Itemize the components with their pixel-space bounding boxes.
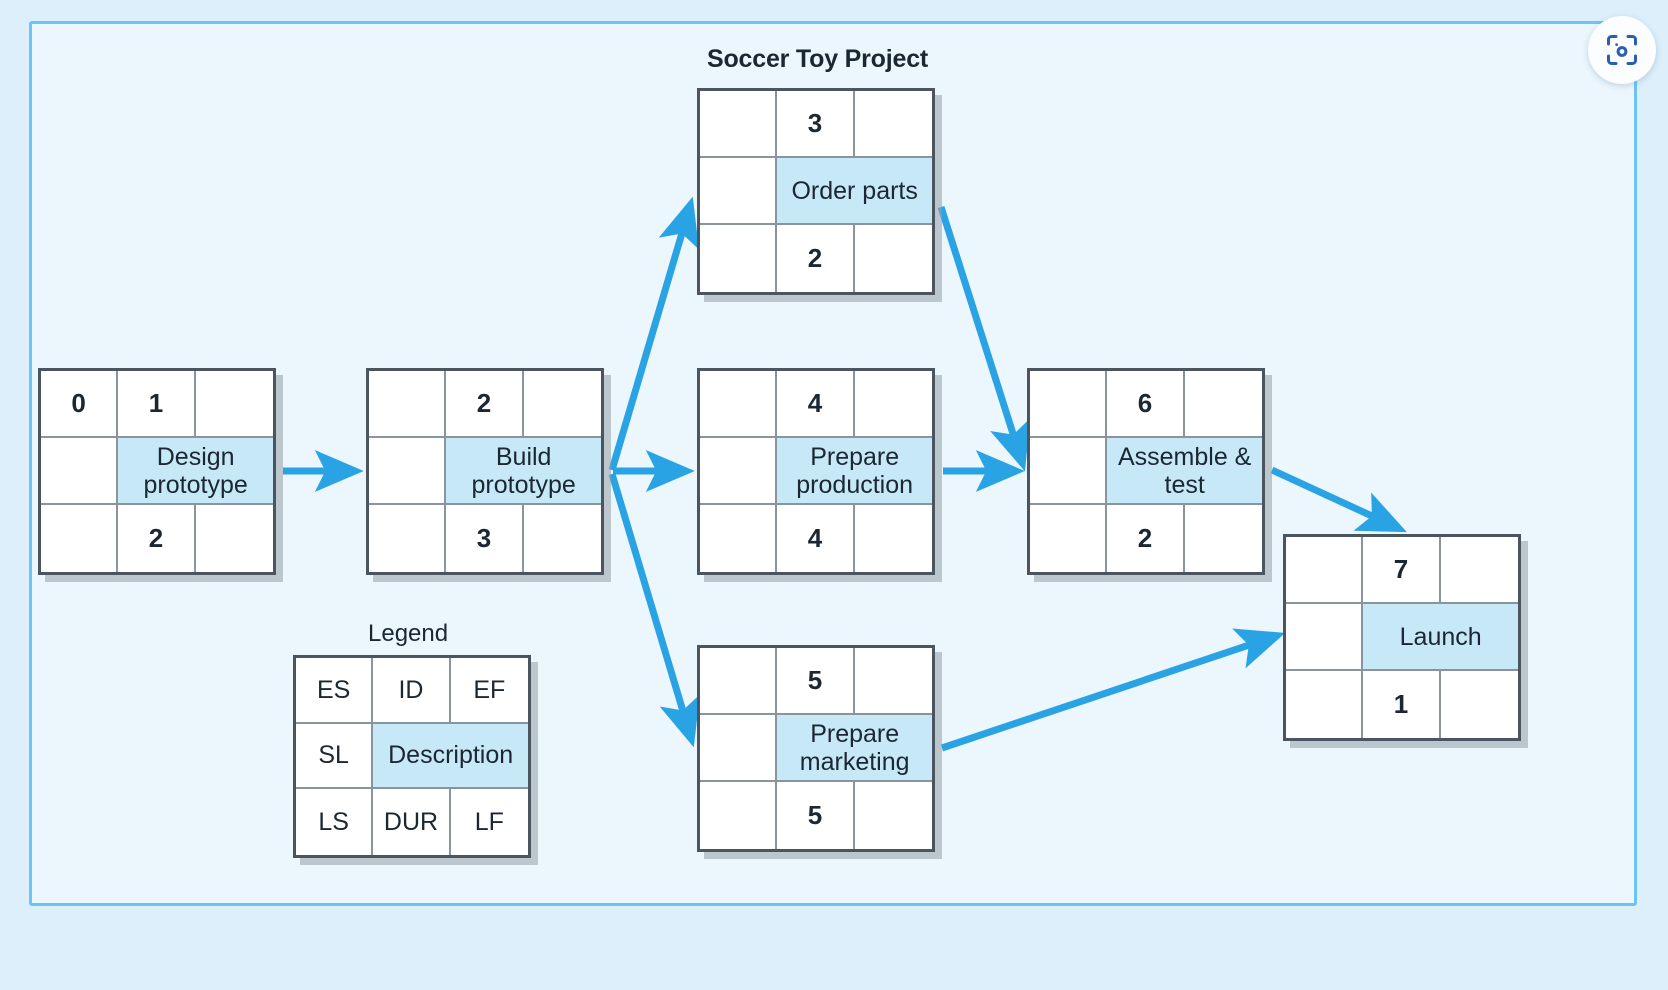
node-sl [369, 438, 447, 505]
node-ls [700, 225, 778, 292]
node-es [1030, 371, 1108, 438]
node-es [700, 91, 778, 158]
node-ls [700, 782, 778, 849]
node-description: Launch [1363, 604, 1518, 671]
node-ef [854, 371, 932, 438]
edge-build-to-prepare-marketing [608, 472, 700, 748]
node-es [700, 371, 778, 438]
task-node-order-parts[interactable]: 3 Order parts 2 [697, 88, 935, 295]
task-node-build-prototype[interactable]: 2 Build prototype 3 [366, 368, 604, 575]
node-description: Prepare production [777, 438, 932, 505]
node-lf [854, 782, 932, 849]
scan-lens-button[interactable] [1588, 16, 1656, 84]
legend-id: ID [373, 658, 451, 724]
node-id: 7 [1363, 537, 1441, 604]
node-sl [700, 715, 778, 782]
node-dur: 1 [1363, 671, 1441, 738]
node-dur: 5 [777, 782, 855, 849]
edge-build-to-order-parts [608, 196, 700, 471]
node-ef [523, 371, 601, 438]
task-node-assemble-and-test[interactable]: 6 Assemble & test 2 [1027, 368, 1265, 575]
node-ef [854, 648, 932, 715]
legend-ef: EF [450, 658, 528, 724]
node-description: Assemble & test [1107, 438, 1262, 505]
node-id: 4 [777, 371, 855, 438]
edge-prepare-marketing-to-launch [940, 628, 1286, 752]
node-ef [1184, 371, 1262, 438]
node-es: 0 [41, 371, 119, 438]
node-sl [1286, 604, 1364, 671]
node-sl [41, 438, 119, 505]
node-ef [854, 91, 932, 158]
task-node-launch[interactable]: 7 Launch 1 [1283, 534, 1521, 741]
node-dur: 2 [777, 225, 855, 292]
legend-key-node: ES ID EF SL Description LS DUR LF [293, 655, 531, 858]
edge-assemble-to-launch [1270, 466, 1407, 533]
node-lf [195, 505, 273, 572]
node-id: 2 [446, 371, 524, 438]
task-node-prepare-marketing[interactable]: 5 Prepare marketing 5 [697, 645, 935, 852]
scan-lens-icon [1604, 32, 1640, 68]
node-dur: 2 [118, 505, 196, 572]
legend-title: Legend [368, 620, 449, 647]
node-dur: 4 [777, 505, 855, 572]
page-title: Soccer Toy Project [707, 45, 929, 73]
node-description: Build prototype [446, 438, 601, 505]
node-ls [700, 505, 778, 572]
node-id: 3 [777, 91, 855, 158]
task-node-prepare-production[interactable]: 4 Prepare production 4 [697, 368, 935, 575]
node-lf [523, 505, 601, 572]
task-node-design-prototype[interactable]: 0 1 Design prototype 2 [38, 368, 276, 575]
node-ls [1286, 671, 1364, 738]
node-dur: 3 [446, 505, 524, 572]
legend-ls: LS [296, 789, 374, 855]
edge-order-parts-to-assemble [937, 205, 1031, 472]
node-es [369, 371, 447, 438]
node-description: Order parts [777, 158, 932, 225]
node-sl [1030, 438, 1108, 505]
node-id: 5 [777, 648, 855, 715]
node-lf [1440, 671, 1518, 738]
node-lf [854, 225, 932, 292]
legend-es: ES [296, 658, 374, 724]
node-lf [854, 505, 932, 572]
node-ls [1030, 505, 1108, 572]
legend-sl: SL [296, 723, 374, 790]
node-ls [41, 505, 119, 572]
node-es [1286, 537, 1364, 604]
node-description: Prepare marketing [777, 715, 932, 782]
node-ef [195, 371, 273, 438]
legend-dur: DUR [373, 789, 451, 855]
node-sl [700, 158, 778, 225]
node-dur: 2 [1107, 505, 1185, 572]
node-description: Design prototype [118, 438, 273, 505]
node-ef [1440, 537, 1518, 604]
node-es [700, 648, 778, 715]
node-ls [369, 505, 447, 572]
node-id: 1 [118, 371, 196, 438]
legend-lf: LF [450, 789, 528, 855]
node-id: 6 [1107, 371, 1185, 438]
legend-description: Description [373, 723, 528, 790]
node-lf [1184, 505, 1262, 572]
node-sl [700, 438, 778, 505]
